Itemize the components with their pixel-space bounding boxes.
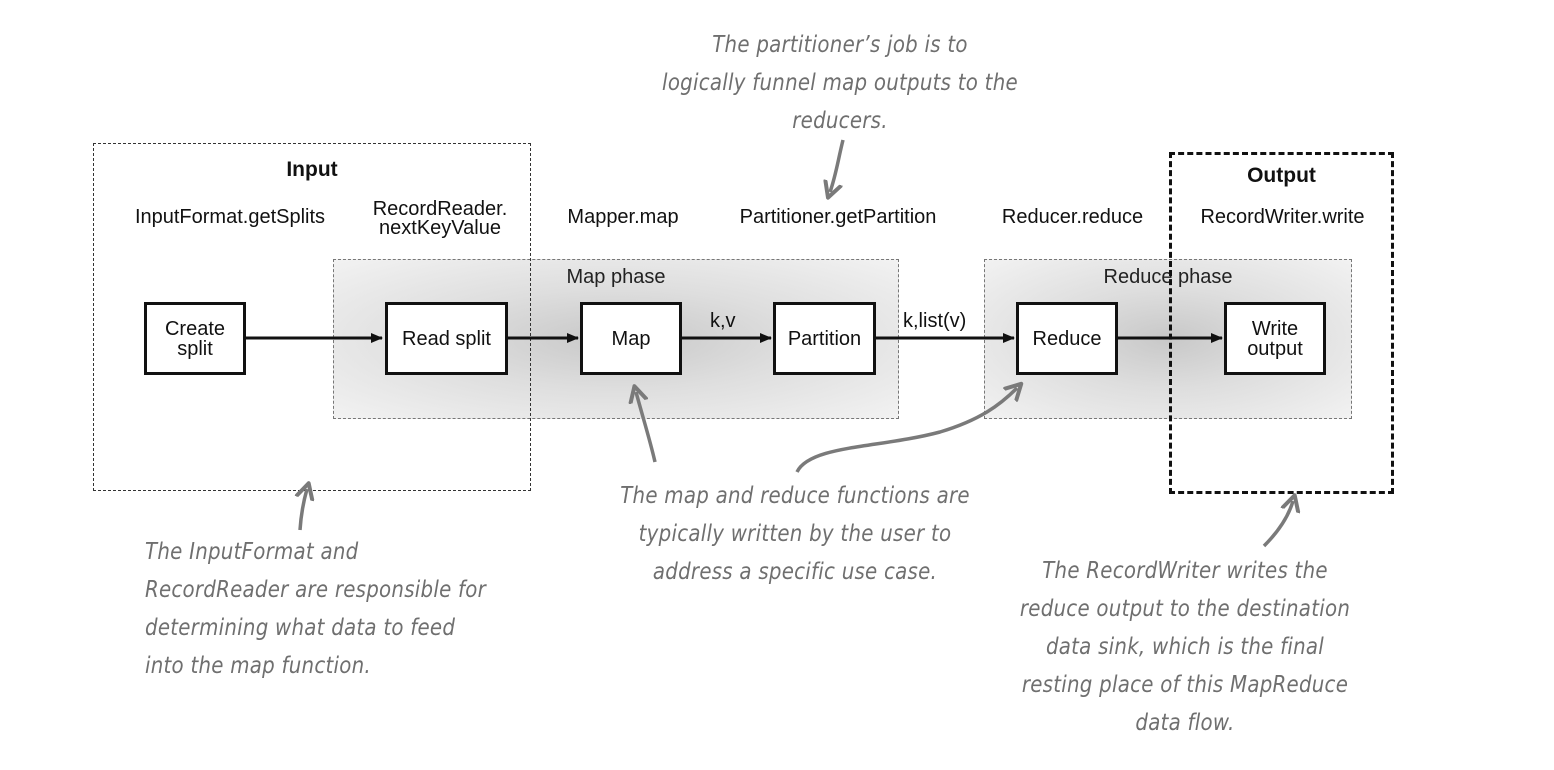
note-map-reduce-line: typically written by the user to <box>638 521 952 547</box>
output-title: Output <box>1247 164 1316 187</box>
map-box: Map <box>580 302 682 375</box>
method-partitioner: Partitioner.getPartition <box>739 206 937 228</box>
reduce-phase-label: Reduce phase <box>1103 266 1233 288</box>
callout-arrow-input <box>300 489 307 531</box>
note-input-line: determining what data to feed <box>145 615 456 641</box>
note-partitioner: The partitioner’s job is to logically fu… <box>659 26 1020 140</box>
note-input: The InputFormat and RecordReader are res… <box>145 533 486 685</box>
write-output-box: Write output <box>1224 302 1326 375</box>
callout-arrow-partitioner <box>830 139 845 192</box>
create-split-box: Create split <box>144 302 246 375</box>
note-input-line: The InputFormat and <box>145 539 359 565</box>
note-map-reduce: The map and reduce functions are typical… <box>606 477 984 591</box>
edge-label-kv: k,v <box>710 310 736 332</box>
note-input-line: RecordReader are responsible for <box>145 577 487 603</box>
reduce-box: Reduce <box>1016 302 1118 375</box>
note-partitioner-line: reducers. <box>792 108 888 134</box>
note-record-writer-line: reduce output to the destination <box>1019 596 1351 622</box>
note-record-writer: The RecordWriter writes the reduce outpu… <box>1004 552 1365 742</box>
method-input-format: InputFormat.getSplits <box>134 206 326 228</box>
callout-arrow-reduce <box>795 388 1017 473</box>
method-mapper: Mapper.map <box>567 206 679 228</box>
note-partitioner-line: The partitioner’s job is to <box>712 32 968 58</box>
note-record-writer-line: data flow. <box>1135 710 1235 736</box>
note-record-writer-line: resting place of this MapReduce <box>1021 672 1349 698</box>
read-split-box: Read split <box>385 302 508 375</box>
note-record-writer-line: data sink, which is the final <box>1045 634 1325 660</box>
edge-label-klist: k,list(v) <box>903 310 967 332</box>
callout-arrow-record-writer <box>1262 501 1293 548</box>
partition-box: Partition <box>773 302 876 375</box>
input-title: Input <box>286 158 338 181</box>
method-record-writer: RecordWriter.write <box>1200 206 1365 228</box>
callout-arrow-map <box>636 392 657 463</box>
note-partitioner-line: logically funnel map outputs to the <box>662 70 1018 96</box>
note-map-reduce-line: The map and reduce functions are <box>620 483 970 509</box>
output-region <box>1169 152 1394 494</box>
note-map-reduce-line: address a specific use case. <box>652 559 938 585</box>
map-phase-label: Map phase <box>566 266 666 288</box>
method-record-reader: RecordReader. nextKeyValue <box>372 198 508 239</box>
method-reducer: Reducer.reduce <box>1001 206 1144 228</box>
note-record-writer-line: The RecordWriter writes the <box>1042 558 1328 584</box>
note-input-line: into the map function. <box>145 653 371 679</box>
